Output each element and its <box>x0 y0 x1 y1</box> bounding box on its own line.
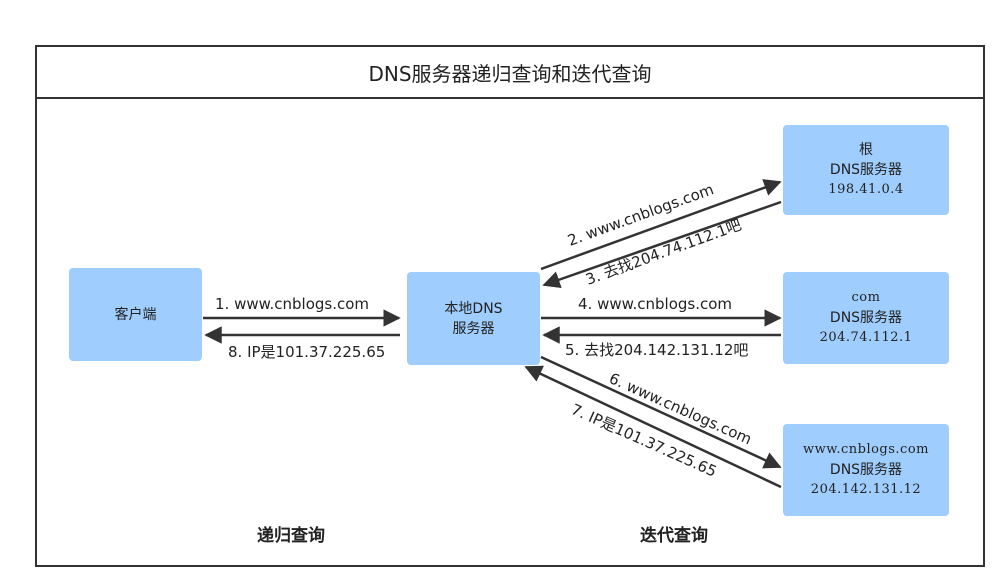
com-dns-line2: DNS服务器 <box>829 310 903 326</box>
edge-2-arrow <box>540 179 782 271</box>
recursive-section-label: 递归查询 <box>257 526 325 546</box>
cnblogs-dns-ip: 204.142.131.12 <box>810 482 922 497</box>
com-dns-ip: 204.74.112.1 <box>819 330 913 345</box>
root-dns-node: 根 DNS服务器 198.41.0.4 <box>783 125 949 215</box>
edge-6-arrow <box>540 355 782 469</box>
edge-3-arrow <box>542 200 782 289</box>
edge-4-label: 4. www.cnblogs.com <box>578 295 732 313</box>
edge-5-label: 5. 去找204.142.131.12吧 <box>565 341 748 359</box>
local-dns-line1: 本地DNS <box>444 300 503 317</box>
com-dns-node: com DNS服务器 204.74.112.1 <box>783 272 949 364</box>
iterative-section-label: 迭代查询 <box>640 526 708 546</box>
root-dns-ip: 198.41.0.4 <box>828 182 904 197</box>
cnblogs-dns-node: www.cnblogs.com DNS服务器 204.142.131.12 <box>783 424 949 516</box>
com-dns-line1: com <box>851 290 881 305</box>
root-dns-line2: DNS服务器 <box>829 162 903 178</box>
diagram-title: DNS服务器递归查询和迭代查询 <box>37 47 983 99</box>
edge-1-label: 1. www.cnblogs.com <box>215 295 369 313</box>
cnblogs-dns-line2: DNS服务器 <box>829 462 903 478</box>
local-dns-line2: 服务器 <box>452 320 495 337</box>
diagram-frame: DNS服务器递归查询和迭代查询 <box>35 45 985 567</box>
root-dns-line1: 根 <box>859 142 873 158</box>
client-node: 客户端 <box>69 268 202 361</box>
client-label: 客户端 <box>114 306 157 323</box>
edge-8-label: 8. IP是101.37.225.65 <box>228 343 385 361</box>
edge-7-arrow <box>524 365 782 489</box>
local-dns-node: 本地DNS 服务器 <box>407 272 540 365</box>
cnblogs-dns-line1: www.cnblogs.com <box>803 442 929 457</box>
